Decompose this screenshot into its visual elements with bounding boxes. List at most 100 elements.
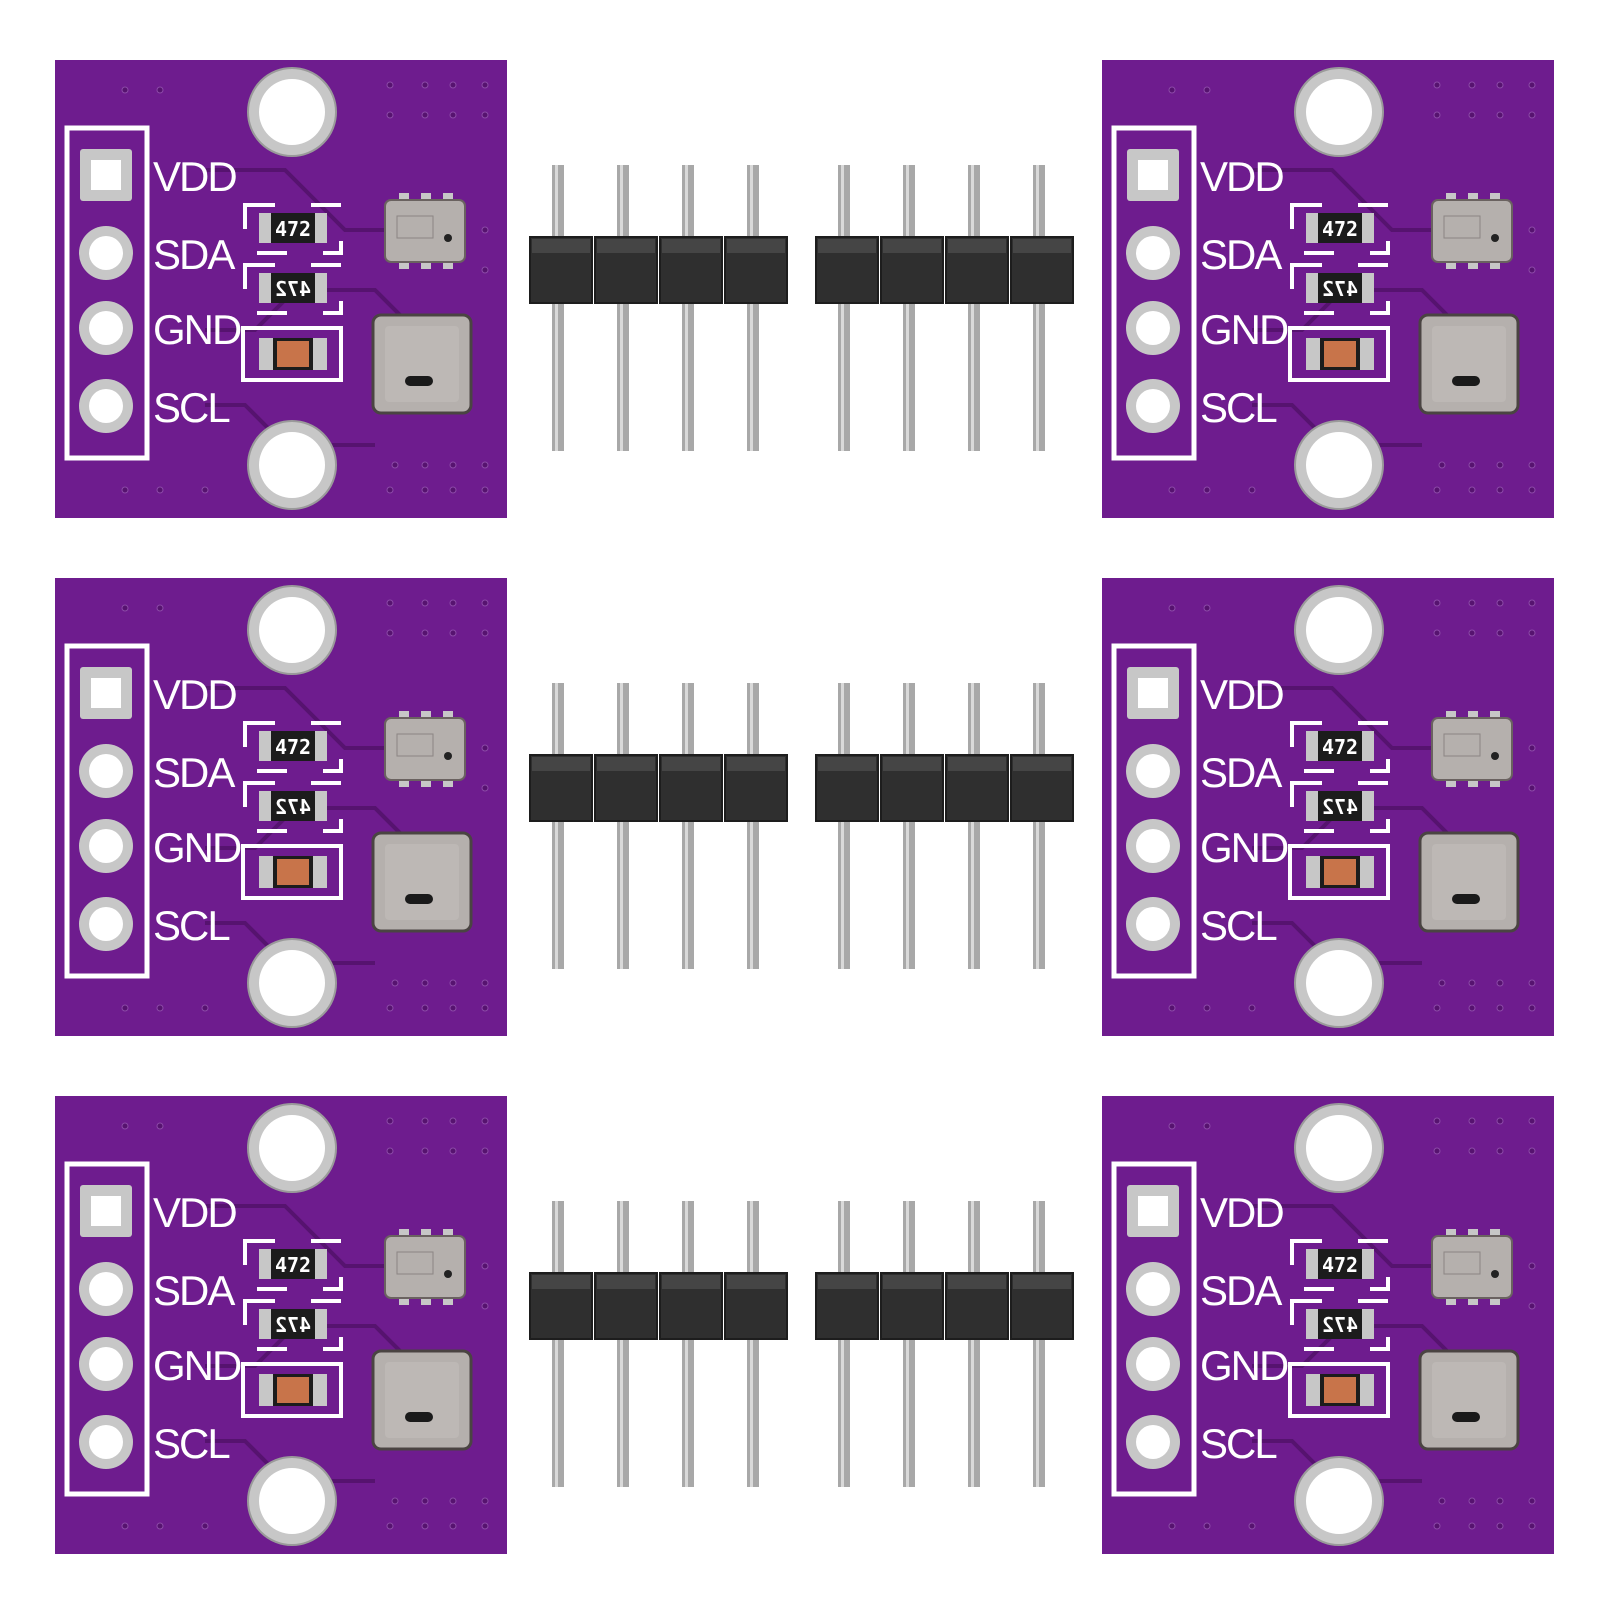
via (1168, 486, 1176, 494)
via (1168, 1122, 1176, 1130)
humidity-sensor-text-area (396, 1251, 434, 1275)
pad-drill (1136, 829, 1170, 863)
capacitor-terminal (1306, 338, 1320, 370)
header-pin-highlight (685, 1201, 688, 1487)
header-pin-highlight (620, 683, 623, 969)
pin-label-scl: SCL (153, 902, 229, 949)
pad-drill (1136, 1272, 1170, 1306)
resistor-2-marking: 472 (275, 795, 311, 819)
pressure-sensor-vent (1452, 376, 1480, 386)
resistor-1-terminal (1306, 1249, 1318, 1279)
resistor-2-terminal (315, 791, 327, 821)
header-silkscreen-outline (1111, 643, 1197, 979)
pressure-sensor-lid (385, 844, 459, 920)
header-housing-top (532, 239, 590, 253)
via (1203, 1522, 1211, 1530)
capacitor-body (1324, 341, 1356, 367)
via (421, 461, 429, 469)
via (449, 1004, 457, 1012)
resistor-1-terminal (1362, 731, 1374, 761)
header-housing-top (727, 757, 785, 771)
capacitor-outline (1288, 844, 1390, 900)
via (121, 486, 129, 494)
via (1496, 1004, 1504, 1012)
pressure-sensor-vent (1452, 1412, 1480, 1422)
via (481, 266, 489, 274)
resistor-1-outline (1290, 1239, 1390, 1291)
capacitor-terminal (259, 1374, 273, 1406)
via (481, 979, 489, 987)
pad-drill (1136, 1347, 1170, 1381)
pin-header (529, 683, 788, 969)
via (121, 1004, 129, 1012)
resistor-1-outline (243, 203, 343, 255)
via (449, 599, 457, 607)
via (391, 979, 399, 987)
mounting-hole-drill (259, 432, 325, 498)
pcb-trace (1252, 168, 1432, 232)
mounting-hole-drill (259, 950, 325, 1016)
humidity-sensor-text-area (396, 215, 434, 239)
pad-drill (91, 678, 121, 708)
resistor-2-outline (243, 263, 343, 315)
header-housing-top (597, 757, 655, 771)
resistor-1-terminal (315, 213, 327, 243)
header-housing-top (1013, 239, 1071, 253)
humidity-sensor-port (444, 234, 452, 242)
header-pin-highlight (750, 683, 753, 969)
capacitor-terminal (313, 338, 327, 370)
via (1433, 1147, 1441, 1155)
via (449, 1522, 457, 1530)
resistor-2-outline (1290, 781, 1390, 833)
resistor-1-terminal (315, 731, 327, 761)
via (481, 599, 489, 607)
via (449, 1147, 457, 1155)
via (201, 1004, 209, 1012)
via (449, 81, 457, 89)
pin-label-gnd: GND (1200, 824, 1288, 871)
pad-drill (91, 1196, 121, 1226)
via (1528, 744, 1536, 752)
resistor-2-marking: 472 (275, 277, 311, 301)
via (386, 1117, 394, 1125)
via (1203, 1122, 1211, 1130)
pin-label-scl: SCL (1200, 902, 1276, 949)
via (386, 629, 394, 637)
header-pin-highlight (906, 683, 909, 969)
pad-drill (89, 907, 123, 941)
header-housing-top (597, 1275, 655, 1289)
via (1433, 81, 1441, 89)
header-housing-top (883, 757, 941, 771)
resistor-2-marking: 472 (1322, 277, 1358, 301)
resistor-1-marking: 472 (1322, 735, 1358, 759)
pin-label-sda: SDA (1200, 231, 1282, 278)
via (1528, 979, 1536, 987)
via (481, 1147, 489, 1155)
resistor-2-terminal (1362, 273, 1374, 303)
via (386, 1004, 394, 1012)
via (386, 1522, 394, 1530)
pad-drill (89, 1272, 123, 1306)
header-silkscreen-outline (64, 1161, 150, 1497)
header-pin-highlight (841, 1201, 844, 1487)
pin-label-sda: SDA (153, 1267, 235, 1314)
resistor-2-terminal (1362, 791, 1374, 821)
header-pin-highlight (1036, 165, 1039, 451)
header-housing-top (883, 239, 941, 253)
header-pin-highlight (555, 1201, 558, 1487)
resistor-2-terminal (315, 273, 327, 303)
via (1468, 979, 1476, 987)
via (1496, 111, 1504, 119)
via (1528, 1147, 1536, 1155)
via (1528, 1117, 1536, 1125)
header-housing-top (662, 239, 720, 253)
via (201, 486, 209, 494)
pin-header (815, 165, 1074, 451)
via (386, 1147, 394, 1155)
via (1468, 629, 1476, 637)
via (1528, 486, 1536, 494)
capacitor-terminal (1360, 338, 1374, 370)
resistor-2-marking: 472 (1322, 1313, 1358, 1337)
